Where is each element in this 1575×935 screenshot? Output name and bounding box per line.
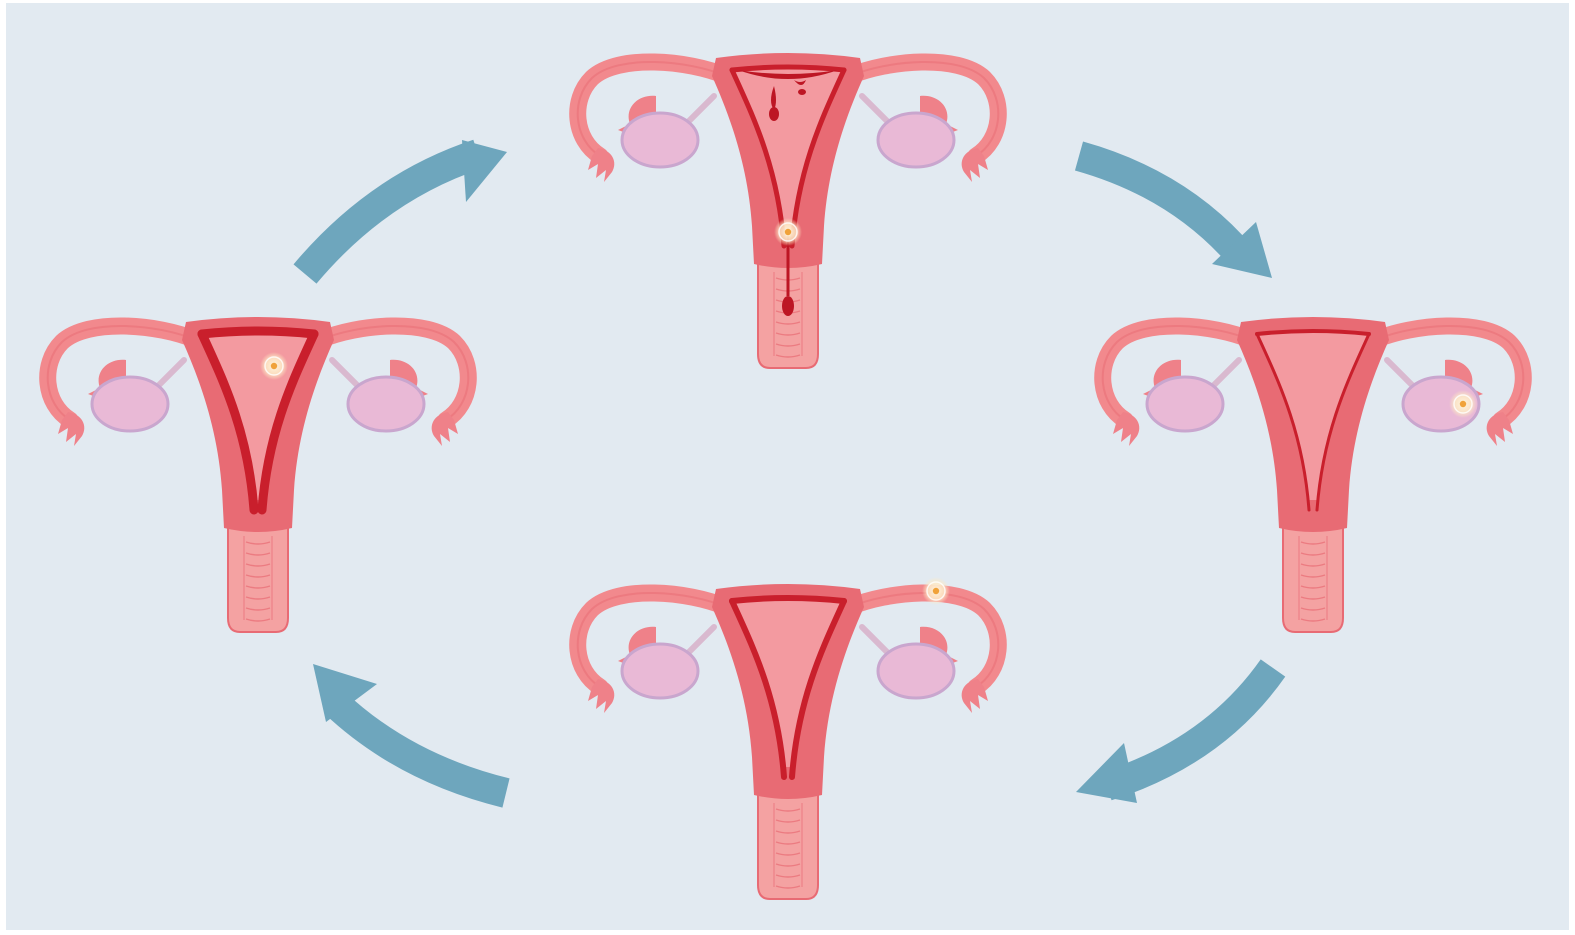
ovary [1147,377,1223,431]
cervix [228,524,288,632]
ovary [622,644,698,698]
egg-cell [260,352,288,380]
ovary [348,377,424,431]
cervix [758,791,818,899]
egg-cell [1449,390,1477,418]
egg-cell [774,218,802,246]
ovary [622,113,698,167]
cervix [1283,524,1343,632]
egg-cell [922,577,950,605]
ovary [92,377,168,431]
ovary [878,644,954,698]
ovary [878,113,954,167]
